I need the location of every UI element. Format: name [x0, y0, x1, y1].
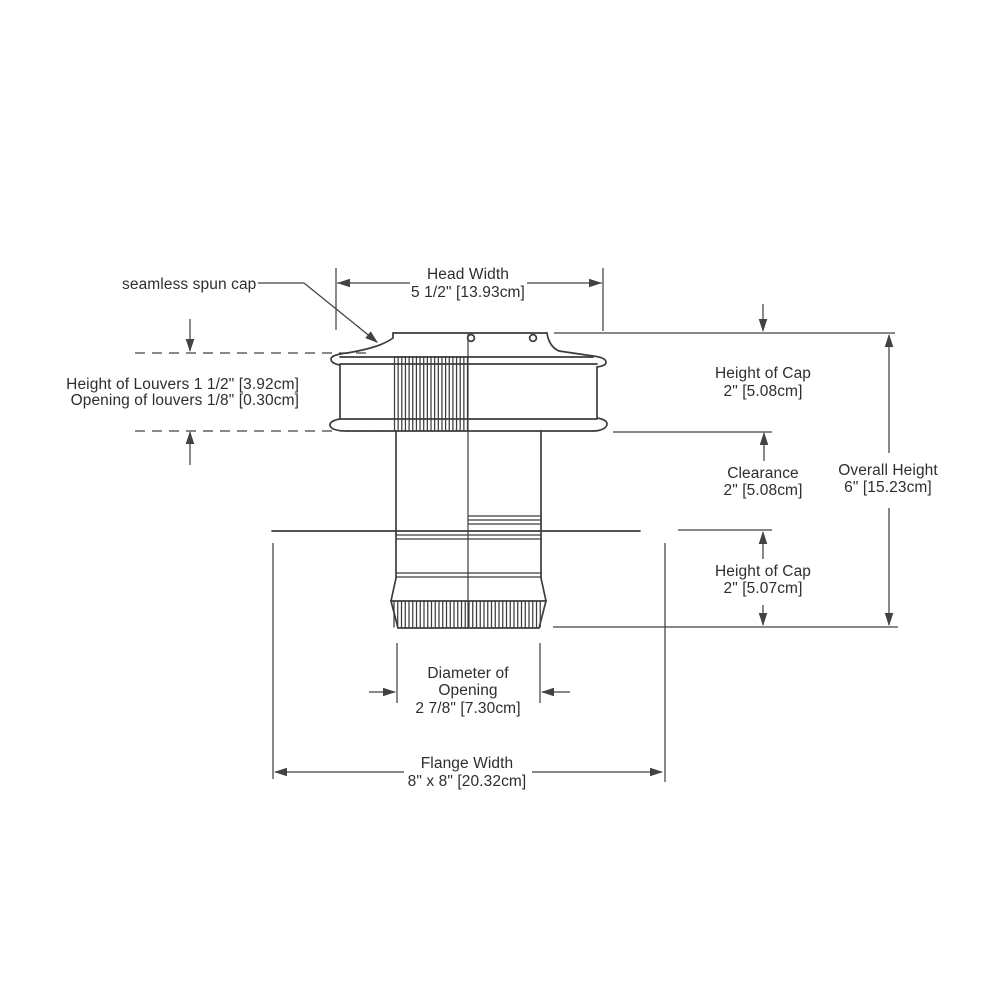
crimp-hatch: [393, 601, 541, 628]
arrowhead-icon: [185, 431, 195, 444]
leader-seamless-spun-cap: [258, 282, 378, 343]
head-width-value: 5 1/2" [13.93cm]: [411, 284, 525, 301]
overall-height-value: 6" [15.23cm]: [844, 479, 932, 496]
louver-hatch: [393, 356, 469, 431]
arrowhead-icon: [884, 613, 894, 626]
cap-left-shoulder: [346, 332, 394, 354]
arrowhead-icon: [758, 531, 768, 544]
dim-flange-width: [272, 543, 666, 782]
dimension-arrowheads: [185, 278, 894, 777]
arrowhead-icon: [365, 331, 378, 343]
cap-left-rim: [329, 352, 348, 432]
flange-width-value: 8" x 8" [20.32cm]: [408, 773, 527, 790]
arrowhead-icon: [758, 319, 768, 332]
arrowhead-icon: [884, 334, 894, 347]
flange-width-label: Flange Width: [421, 755, 514, 772]
cap-right-rim: [592, 355, 608, 432]
opening-diameter-value: 2 7/8" [7.30cm]: [415, 700, 520, 717]
arrowhead-icon: [185, 339, 195, 352]
arrowhead-icon: [758, 613, 768, 626]
opening-diameter-label-2: Opening: [438, 682, 497, 699]
rivet-right: [528, 333, 538, 343]
cap-right-shoulder: [546, 332, 594, 357]
rivet-left: [466, 333, 476, 343]
clearance-value: 2" [5.08cm]: [724, 482, 803, 499]
head-width-label: Head Width: [427, 266, 509, 283]
seamless-spun-cap-label: seamless spun cap: [122, 276, 256, 293]
overall-height-label: Overall Height: [838, 462, 938, 479]
arrowhead-icon: [337, 278, 350, 288]
arrowhead-icon: [274, 767, 287, 777]
opening-diameter-label-1: Diameter of: [427, 665, 509, 682]
labels: seamless spun cap Head Width 5 1/2" [13.…: [66, 266, 938, 790]
cap-height-bottom-value: 2" [5.07cm]: [724, 580, 803, 597]
cap-height-top-value: 2" [5.08cm]: [724, 383, 803, 400]
cap-height-top-label: Height of Cap: [715, 365, 811, 382]
arrowhead-icon: [541, 687, 554, 697]
vent-outline: [271, 332, 641, 629]
cap-height-bottom-label: Height of Cap: [715, 563, 811, 580]
louver-opening-label: Opening of louvers 1/8" [0.30cm]: [71, 392, 299, 409]
arrowhead-icon: [650, 767, 663, 777]
dimensions: [135, 268, 898, 782]
crimp-right-taper: [540, 577, 547, 602]
crimp-outline: [389, 600, 548, 629]
arrowhead-icon: [383, 687, 396, 697]
clearance-label: Clearance: [727, 465, 799, 482]
arrowhead-icon: [759, 432, 769, 445]
crimp-left-taper: [390, 577, 397, 602]
arrowhead-icon: [589, 278, 602, 288]
louver-height-label: Height of Louvers 1 1/2" [3.92cm]: [66, 376, 299, 393]
